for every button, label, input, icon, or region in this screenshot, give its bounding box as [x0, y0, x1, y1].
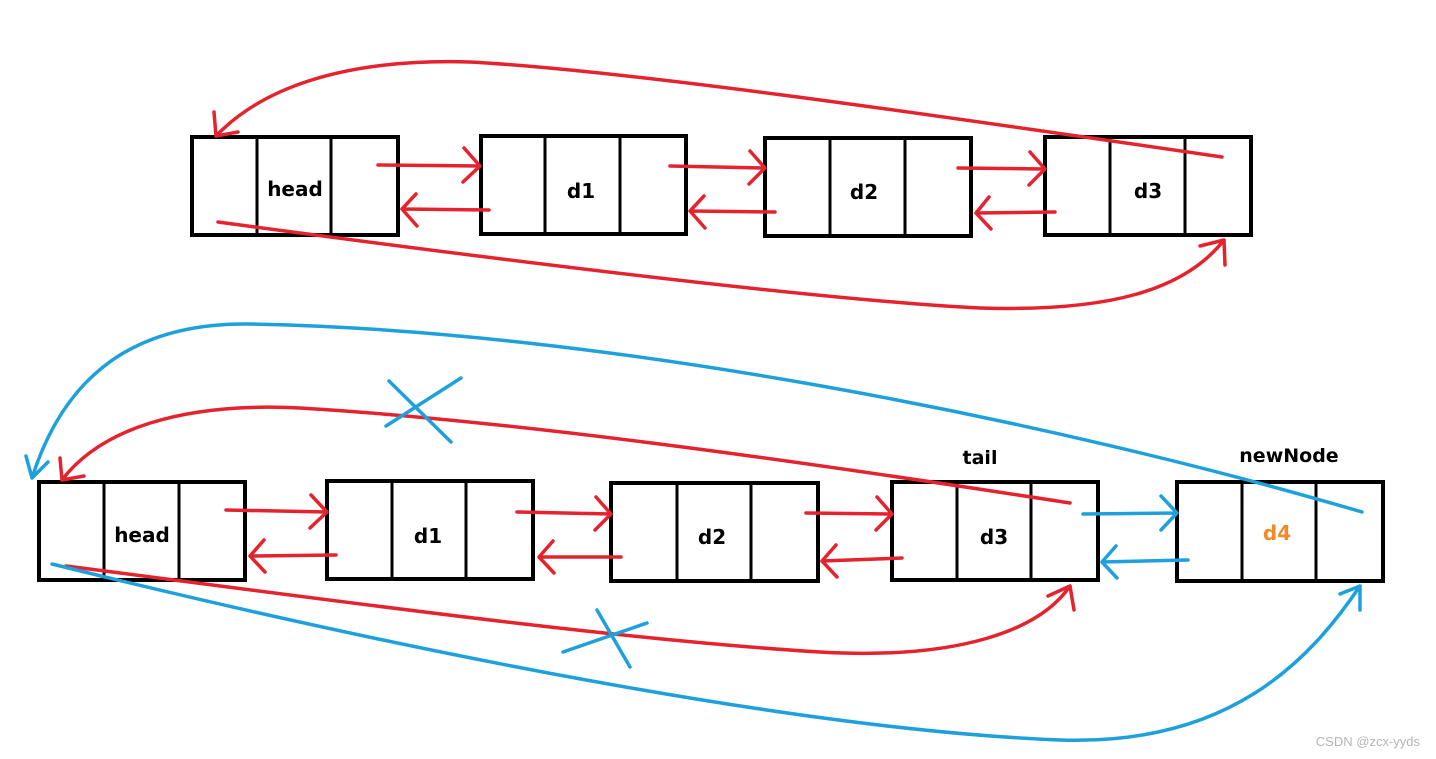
bottom-arrow-d1-to-head	[248, 538, 338, 574]
bottom-node-d2-label: d2	[698, 525, 726, 549]
bottom-node-head-label: head	[114, 523, 170, 547]
bottom-node-head: head	[37, 480, 247, 582]
top-list: head d1 d2 d3	[190, 59, 1253, 311]
bottom-node-d3-label: d3	[980, 525, 1008, 549]
bottom-node-d4-label: d4	[1263, 521, 1291, 545]
top-links	[212, 59, 1227, 311]
bottom-arrow-head-to-d4	[50, 562, 1362, 742]
watermark: CSDN @zcx-yyds	[1315, 734, 1420, 749]
bottom-node-d3: d3	[890, 480, 1100, 582]
bottom-node-d1-label: d1	[414, 524, 442, 548]
top-node-d3-label: d3	[1134, 179, 1162, 203]
bottom-links-new	[24, 322, 1364, 742]
top-arrow-d3-to-d2	[974, 195, 1057, 231]
bottom-arrow-d3-to-d2	[820, 543, 904, 579]
top-node-d1: d1	[479, 134, 688, 236]
top-arrow-d1-to-head	[400, 192, 491, 228]
top-node-d2-label: d2	[850, 180, 878, 204]
top-node-head-label: head	[267, 177, 323, 201]
top-node-d2: d2	[763, 136, 973, 238]
cross-mark-lower	[561, 608, 649, 669]
bottom-node-d1: d1	[325, 479, 535, 581]
bottom-arrow-d3-to-head-old	[58, 405, 1072, 505]
bottom-arrow-head-to-d3-old	[64, 564, 1076, 656]
top-arrow-head-to-d3-circular	[216, 220, 1227, 311]
top-arrow-d2-to-d3	[956, 150, 1047, 187]
bottom-arrow-d4-to-d3	[1100, 544, 1190, 580]
top-arrow-d1-to-d2	[668, 149, 767, 186]
cross-mark-upper	[384, 376, 463, 444]
top-arrow-d2-to-d1	[688, 194, 777, 230]
top-arrow-d3-to-head-circular	[212, 59, 1224, 159]
top-arrow-head-to-d1	[376, 146, 482, 184]
bottom-arrow-d1-to-d2	[515, 495, 613, 532]
bottom-arrow-d3-to-d4	[1081, 494, 1179, 532]
bottom-arrow-d2-to-d1	[537, 539, 623, 575]
bottom-node-d2: d2	[609, 481, 820, 583]
top-node-d3: d3	[1043, 135, 1253, 237]
bottom-list: head d1 d2 d3 d4 tail newNode	[24, 322, 1385, 742]
top-node-head: head	[190, 135, 400, 237]
top-node-d1-label: d1	[567, 179, 595, 203]
bottom-links-old	[58, 376, 1076, 669]
tail-label: tail	[963, 447, 998, 469]
bottom-arrow-d2-to-d3	[804, 495, 894, 532]
bottom-arrow-head-to-d1	[224, 493, 329, 530]
new-node-label: newNode	[1239, 445, 1338, 467]
bottom-arrow-d4-to-head	[24, 322, 1364, 514]
bottom-node-d4: d4	[1175, 480, 1385, 583]
